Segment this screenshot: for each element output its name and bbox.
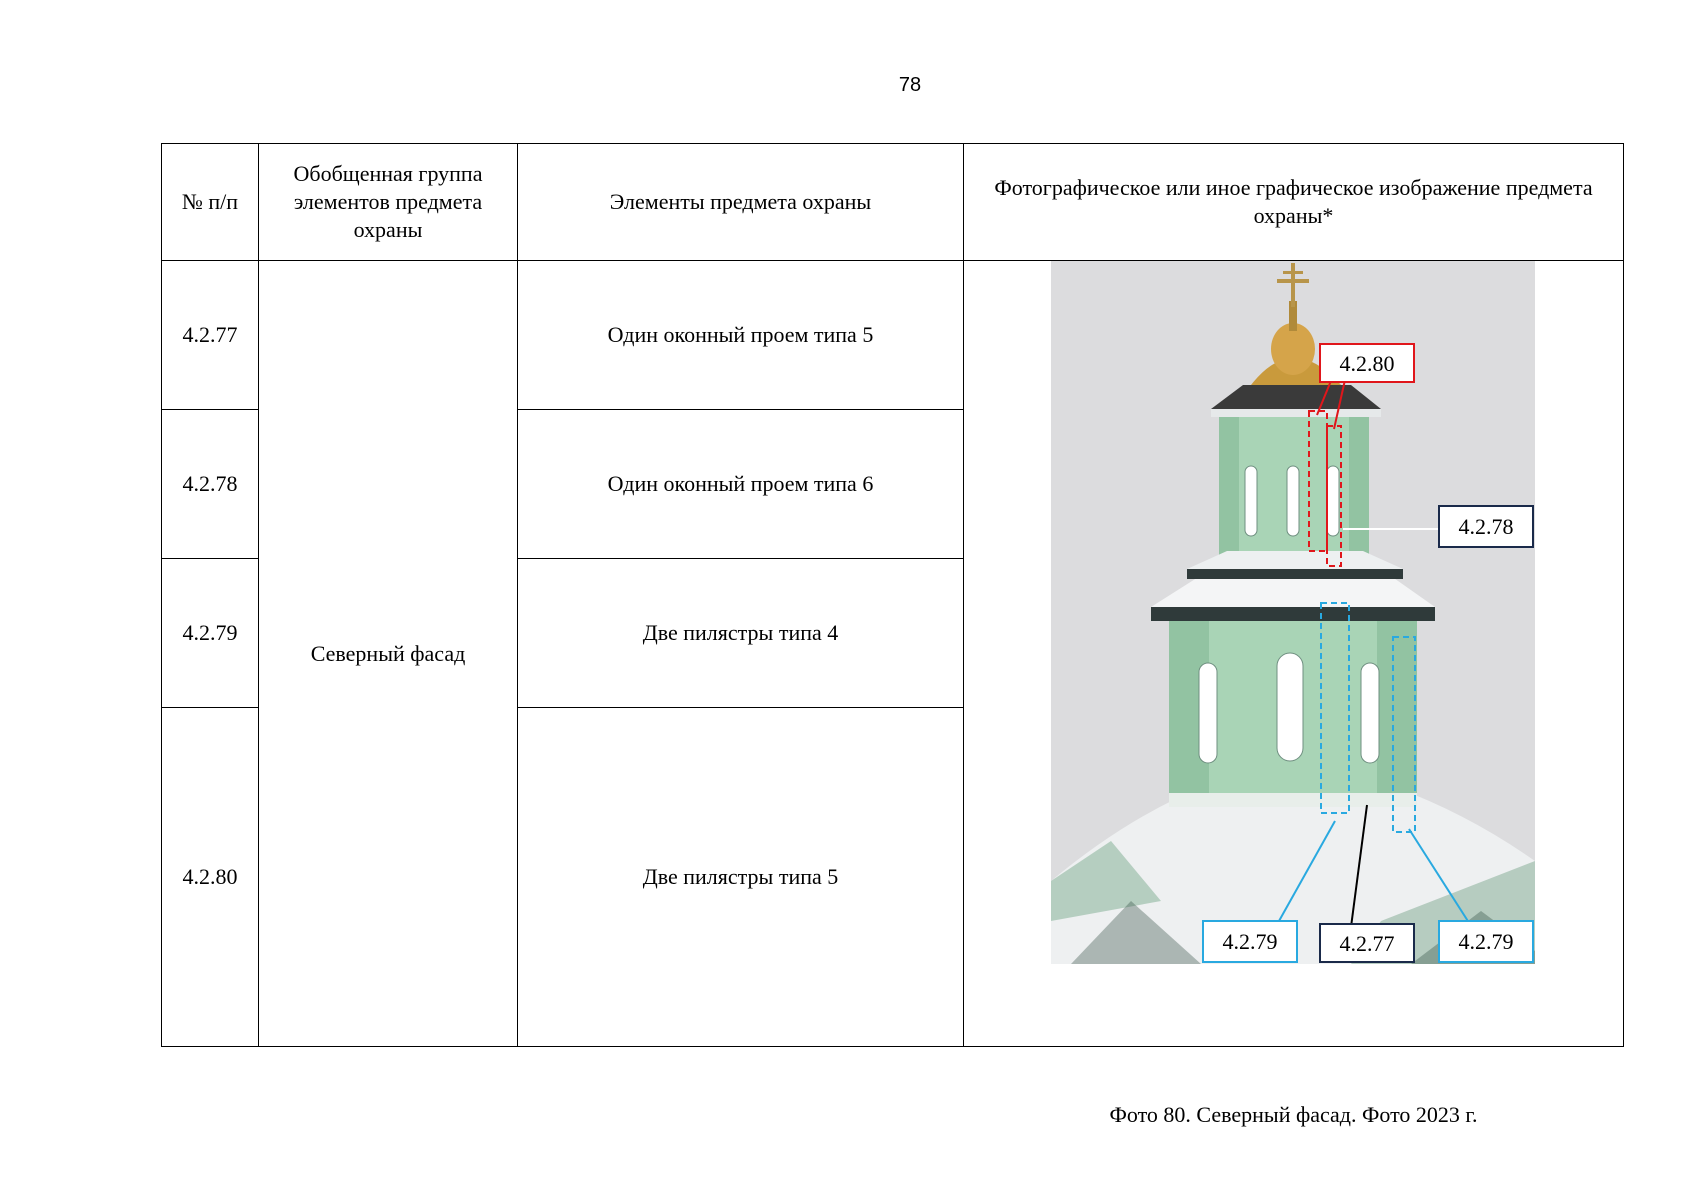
photo-cell: 4.2.80 4.2.78 4.2.79 4.2.77: [963, 260, 1624, 1127]
row-number: 4.2.77: [161, 260, 259, 410]
table-row: 4.2.77 Северный фасад Один оконный проем…: [161, 260, 1624, 1127]
table-row: 4.2.79 Две пилястры типа 4: [161, 558, 1624, 708]
page-number: 78: [898, 74, 922, 96]
row-number: 4.2.80: [161, 707, 259, 1047]
church-photo: 4.2.80 4.2.78 4.2.79 4.2.77: [1051, 261, 1535, 964]
group-cell: Северный фасад: [258, 260, 518, 1047]
header-row: № п/п Обобщенная группа элементов предме…: [161, 143, 1624, 261]
row-element: Две пилястры типа 5: [517, 707, 964, 1047]
callout-label: 4.2.79: [1459, 929, 1514, 954]
table-row: 4.2.80 Две пилястры типа 5: [161, 707, 1624, 1047]
header-number: № п/п: [161, 143, 259, 261]
callout-label: 4.2.80: [1340, 351, 1395, 376]
callout-label: 4.2.78: [1459, 514, 1514, 539]
callout-label: 4.2.77: [1340, 931, 1395, 956]
header-image: Фотографическое или иное графическое изо…: [963, 143, 1624, 261]
callout-4-2-80: 4.2.80: [1319, 343, 1415, 383]
row-element: Один оконный проем типа 6: [517, 409, 964, 559]
row-element: Один оконный проем типа 5: [517, 260, 964, 410]
callout-4-2-78: 4.2.78: [1438, 505, 1534, 548]
cross-icon: [1277, 263, 1309, 307]
row-number: 4.2.79: [161, 558, 259, 708]
protection-table: № п/п Обобщенная группа элементов предме…: [161, 143, 1624, 1127]
header-elements: Элементы предмета охраны: [517, 143, 964, 261]
callout-label: 4.2.79: [1223, 929, 1278, 954]
callout-4-2-79-left: 4.2.79: [1202, 920, 1298, 963]
photo-caption: Фото 80. Северный фасад. Фото 2023 г.: [1109, 1102, 1478, 1127]
table-row: 4.2.78 Один оконный проем типа 6: [161, 409, 1624, 559]
row-element: Две пилястры типа 4: [517, 558, 964, 708]
callout-4-2-77: 4.2.77: [1319, 923, 1415, 963]
row-number: 4.2.78: [161, 409, 259, 559]
header-group: Обобщенная группа элементов предмета охр…: [258, 143, 518, 261]
callout-4-2-79-right: 4.2.79: [1438, 920, 1534, 963]
